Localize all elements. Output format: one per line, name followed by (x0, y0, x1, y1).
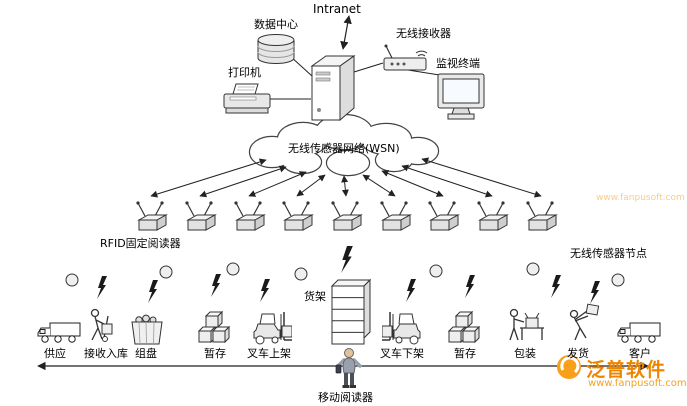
monitor-terminal-label: 监视终端 (436, 57, 480, 70)
step-label-customer: 客户 (629, 347, 651, 360)
wsn-cloud-label: 无线传感器网络(WSN) (288, 142, 400, 155)
rfid-reader-icon (379, 200, 411, 231)
watermark-url-faint: www.fanpusoft.com (596, 193, 685, 203)
lightning-bolt-icon (148, 280, 158, 303)
mobile-reader-person-icon (335, 348, 362, 388)
data-center-label: 数据中心 (254, 18, 298, 31)
lightning-bolt-icon (97, 276, 107, 299)
lightning-bolt-icon (590, 281, 600, 304)
rfid-reader-icon (281, 200, 313, 231)
step-label-shelving: 叉车上架 (247, 347, 291, 360)
sensor-node-icon (226, 262, 240, 276)
printer-label: 打印机 (228, 66, 261, 79)
packing-person-icon (509, 308, 544, 341)
receiving-person-icon (90, 308, 113, 342)
shipping-person-icon (569, 303, 600, 341)
step-label-staging-1: 暂存 (204, 347, 226, 360)
step-label-supply: 供应 (44, 347, 66, 360)
supply-truck-icon (37, 322, 81, 343)
intranet-label: Intranet (313, 2, 361, 16)
intranet-link (340, 15, 352, 50)
rfid-reader-icon (135, 200, 167, 231)
shelf-icon (330, 278, 372, 345)
rfid-reader-row (135, 200, 557, 231)
sensor-node-icon (611, 273, 625, 287)
monitor-terminal-icon (437, 73, 485, 120)
step-label-packing: 包装 (514, 347, 536, 360)
rfid-reader-icon (233, 200, 265, 231)
forklift-unshelving-icon (382, 311, 421, 345)
rfid-reader-icon (184, 200, 216, 231)
shelf-label: 货架 (304, 290, 326, 303)
step-label-receiving: 接收入库 (84, 347, 128, 360)
lightning-bolt-icon (406, 279, 416, 302)
watermark-url: www.fanpusoft.com (588, 378, 687, 389)
staging-boxes-icon-2 (448, 311, 480, 343)
forklift-shelving-icon (253, 311, 292, 345)
printer-icon (223, 83, 271, 114)
wireless-sensor-node-label: 无线传感器节点 (570, 247, 647, 260)
sensor-node-icon (526, 262, 540, 276)
rfid-reader-icon (330, 200, 362, 231)
sensor-node-icon (159, 265, 173, 279)
step-label-unshelving: 叉车下架 (380, 347, 424, 360)
lightning-bolt-icon (551, 275, 561, 298)
lightning-bolt-icon (465, 275, 475, 298)
watermark-brand: 泛普软件 (586, 359, 667, 381)
lightning-bolt-icon (341, 246, 353, 273)
staging-boxes-icon (198, 311, 230, 343)
wireless-receiver-label: 无线接收器 (396, 27, 451, 40)
sensor-node-icon (294, 267, 308, 281)
rfid-fixed-reader-label: RFID固定阅读器 (100, 237, 181, 250)
lightning-bolt-icon (211, 274, 221, 297)
step-label-palletizing: 组盘 (135, 347, 157, 360)
cloud-to-reader-arrows (150, 157, 542, 198)
wireless-receiver-icon (383, 44, 428, 71)
customer-truck-icon (617, 322, 661, 343)
step-label-shipping: 发货 (567, 347, 589, 360)
sensor-node-icon (429, 264, 443, 278)
mobile-reader-label: 移动阅读器 (318, 391, 373, 404)
server-icon (310, 55, 356, 122)
data-center-icon (257, 34, 295, 64)
rfid-reader-icon (476, 200, 508, 231)
palletizing-icon (131, 314, 163, 345)
rfid-reader-icon (427, 200, 459, 231)
rfid-reader-icon (525, 200, 557, 231)
lightning-bolt-icon (260, 279, 270, 302)
watermark-logo-icon (557, 355, 581, 379)
sensor-node-icon (65, 273, 79, 287)
step-label-staging-2: 暂存 (454, 347, 476, 360)
